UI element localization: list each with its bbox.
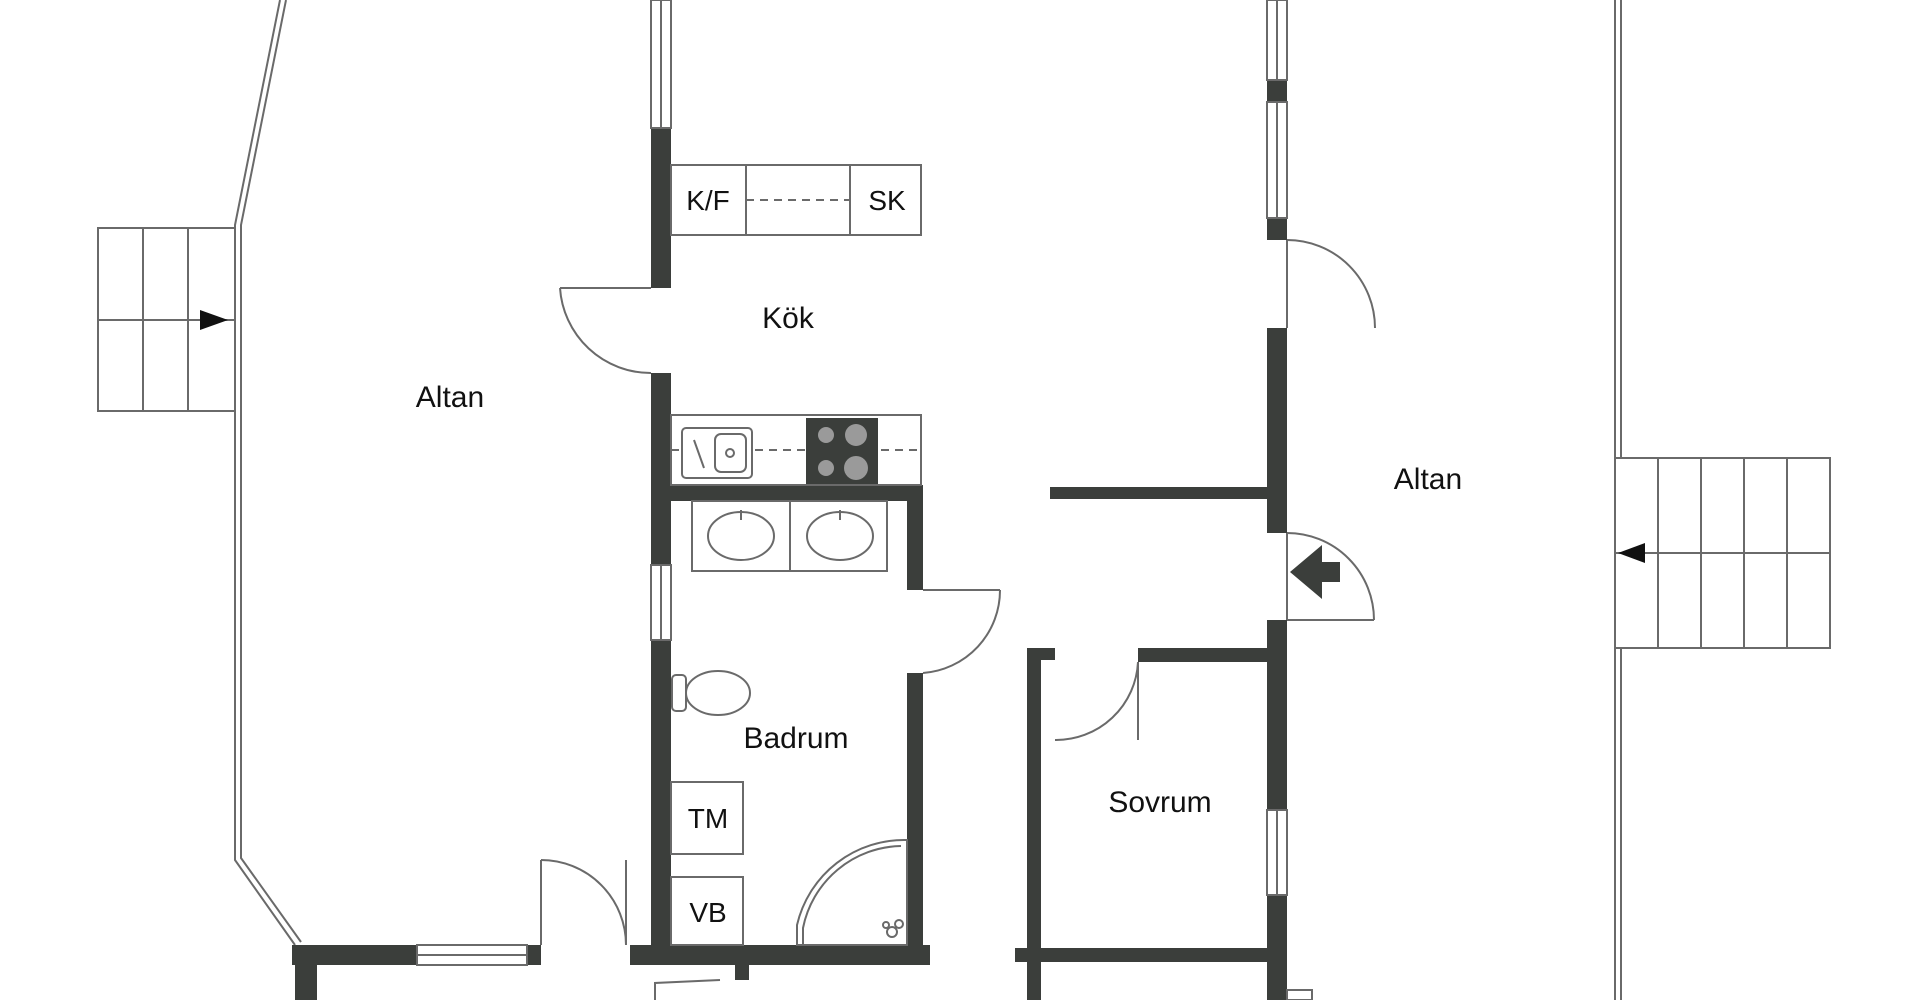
toilet-icon xyxy=(671,670,751,716)
wall-stub-bottom xyxy=(735,965,749,980)
fixture-label-kf: K/F xyxy=(686,185,730,216)
fixture-label-vb: VB xyxy=(689,897,726,928)
kitchen-top-counter xyxy=(670,164,922,236)
right-stairs xyxy=(1614,457,1831,649)
doors xyxy=(540,239,1376,1000)
wall-bottom-left xyxy=(292,945,417,965)
terrace-outlines xyxy=(234,0,1622,1000)
wall-right-bottom xyxy=(1267,895,1287,1000)
wall-bathroom-right-upper xyxy=(907,485,923,590)
wall-corridor-partition xyxy=(1050,487,1270,499)
wall-right-lower xyxy=(1267,620,1287,810)
wall-bottom-left-post xyxy=(295,945,317,1000)
wall-bathroom-bottom xyxy=(630,945,930,965)
wall-bedroom-bottom xyxy=(1015,948,1280,962)
wall-bottom-left-end xyxy=(527,945,541,965)
entrance-arrow-icon xyxy=(1290,545,1340,599)
wall-right-mid xyxy=(1267,328,1287,533)
wall-left-upper xyxy=(651,128,671,288)
window-bottom-right xyxy=(1286,989,1313,1000)
stair-direction-arrow-icon xyxy=(200,310,228,330)
wall-bathroom-right-lower xyxy=(907,673,923,945)
wall-bathroom-top xyxy=(651,485,921,501)
left-terrace-outline xyxy=(234,0,296,946)
wall-left-lower xyxy=(651,640,671,945)
fixture-label-tm: TM xyxy=(688,803,728,834)
corner-shower-icon xyxy=(796,838,908,946)
vb-box xyxy=(670,876,744,946)
wall-left-mid xyxy=(651,373,671,565)
wash-basin-icon xyxy=(707,510,775,561)
wall-bedroom-left xyxy=(1027,648,1041,1000)
wall-bedroom-bottom-post xyxy=(1027,962,1041,1000)
stove-hob-icon xyxy=(806,418,878,484)
wall-bedroom-top xyxy=(1138,648,1270,662)
room-label-sovrum: Sovrum xyxy=(1108,786,1211,819)
wash-basin-icon xyxy=(806,510,874,561)
room-label-kok: Kök xyxy=(762,302,815,335)
fixture-label-sk: SK xyxy=(868,185,906,216)
walls xyxy=(292,80,1287,1000)
tm-box xyxy=(670,781,744,855)
wall-right-top-post-2 xyxy=(1267,218,1287,240)
windows xyxy=(416,0,1313,1000)
room-label-altan-right: Altan xyxy=(1394,463,1462,496)
left-terrace-outline-inner xyxy=(240,0,302,943)
wall-right-top-post-1 xyxy=(1267,80,1287,102)
kitchen-sink-icon xyxy=(681,427,753,479)
stair-direction-arrow-icon xyxy=(1618,543,1645,563)
room-label-badrum: Badrum xyxy=(743,722,848,755)
room-label-altan-left: Altan xyxy=(416,381,484,414)
